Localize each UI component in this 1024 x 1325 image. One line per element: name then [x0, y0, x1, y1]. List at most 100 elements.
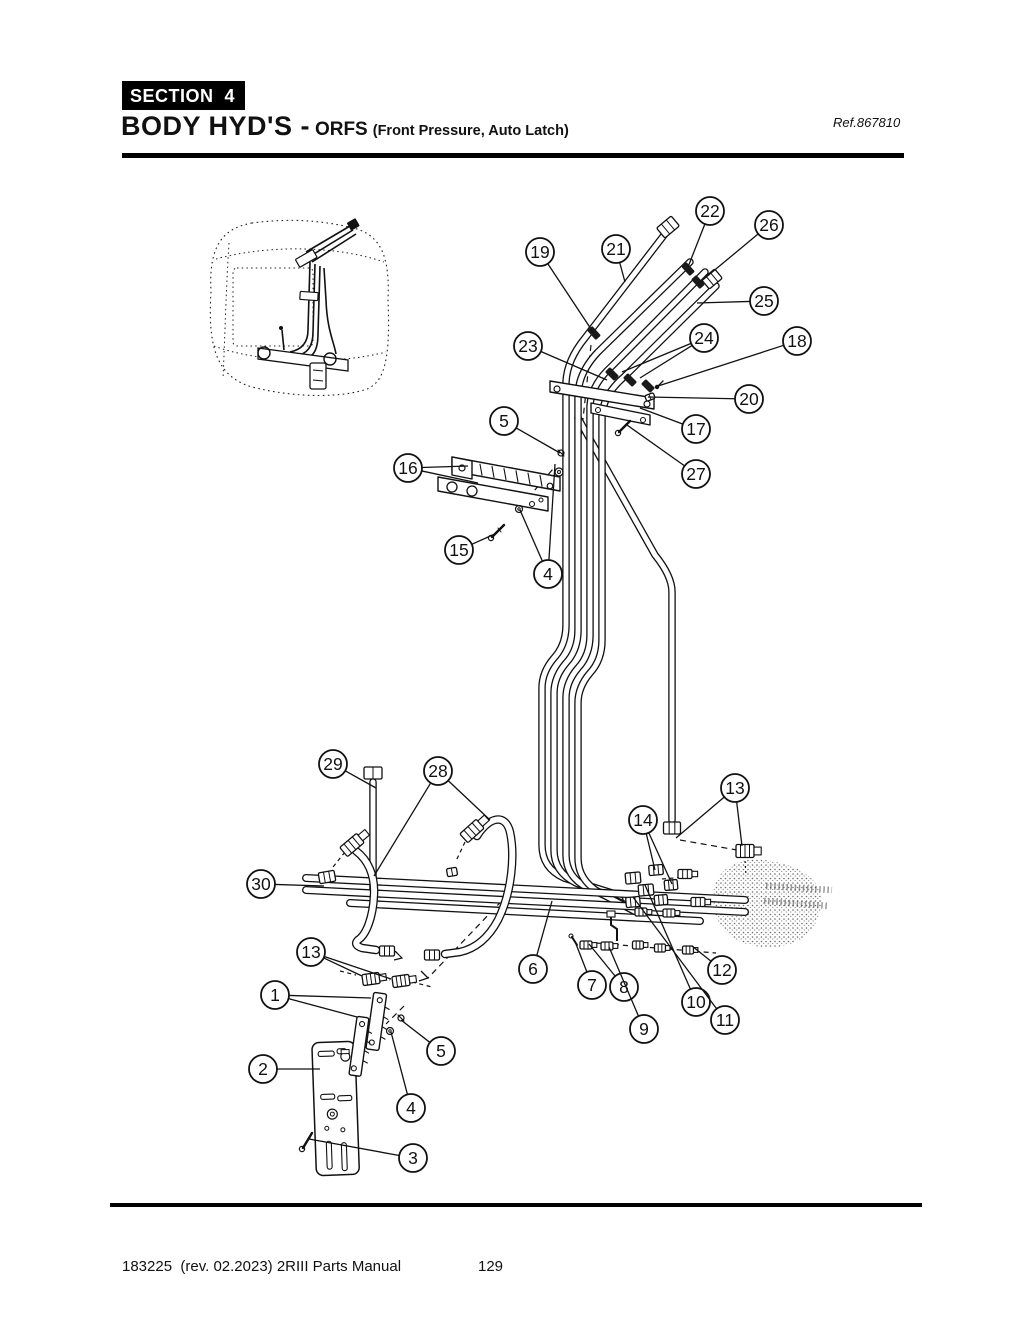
fitting-icon	[378, 945, 396, 957]
callout-22: 22	[687, 196, 725, 268]
callout-balloon	[533, 559, 563, 589]
fitting-icon	[361, 971, 388, 987]
callout-balloon	[628, 805, 658, 835]
fitting-icon	[459, 814, 490, 843]
callout-number: 5	[436, 1041, 446, 1061]
callout-number: 28	[428, 761, 447, 781]
callout-balloon	[577, 970, 607, 1000]
callout-number: 13	[301, 942, 320, 962]
callout-18: 18	[654, 326, 812, 388]
callout-balloon	[260, 980, 290, 1010]
callout-balloon	[396, 1093, 426, 1123]
callout-5: 5	[489, 406, 561, 454]
callout-4: 4	[390, 1031, 426, 1123]
title-code: ORFS	[314, 119, 368, 140]
callout-26: 26	[698, 210, 784, 284]
callout-number: 29	[323, 754, 342, 774]
callout-number: 16	[398, 458, 417, 478]
section-badge: SECTION 4	[122, 81, 246, 110]
callout-balloon	[695, 196, 725, 226]
callout-number: 21	[606, 239, 625, 259]
fitting-icon	[600, 941, 619, 951]
callout-number: 8	[619, 977, 629, 997]
callout-9: 9	[608, 946, 659, 1044]
callout-21: 21	[601, 234, 631, 283]
callout-balloon	[248, 1054, 278, 1084]
callout-balloon	[246, 869, 276, 899]
callout-balloon	[707, 955, 737, 985]
callout-balloon	[689, 323, 719, 353]
callout-number: 26	[759, 215, 778, 235]
page-number: 129	[478, 1258, 504, 1275]
callout-17: 17	[639, 407, 711, 444]
callout-7: 7	[575, 943, 607, 1000]
callout-number: 23	[518, 336, 537, 356]
callout-balloon	[489, 406, 519, 436]
fitting-icon	[662, 908, 681, 918]
header-rule	[122, 153, 904, 158]
tube-clamp	[365, 991, 390, 1051]
callout-28: 28	[373, 756, 491, 877]
callout-number: 22	[700, 201, 719, 221]
callout-number: 10	[686, 992, 706, 1012]
fitting-icon	[624, 871, 642, 885]
fitting-icon	[363, 766, 383, 780]
cab-overview-inset	[209, 218, 390, 396]
callout-number: 7	[587, 975, 597, 995]
ghost-valve-block	[712, 859, 822, 948]
callout-number: 25	[754, 291, 773, 311]
title-main: BODY HYD'S -	[121, 111, 310, 141]
callout-number: 27	[686, 464, 705, 484]
callout-15: 15	[444, 532, 498, 565]
callout-balloon	[398, 1143, 428, 1173]
fitting-icon	[690, 896, 712, 908]
callout-1: 1	[260, 980, 372, 1018]
callout-balloon	[601, 234, 631, 264]
fitting-icon	[648, 863, 664, 877]
callout-balloon	[393, 453, 423, 483]
fitting-icon	[735, 843, 762, 859]
callout-balloon	[629, 1014, 659, 1044]
callout-20: 20	[647, 384, 764, 414]
fitting-icon	[681, 945, 699, 955]
callout-number: 19	[530, 242, 549, 262]
page-title: BODY HYD'S -ORFS(Front Pressure, Auto La…	[121, 111, 569, 142]
fitting-icon	[701, 268, 723, 290]
title-qualifier: (Front Pressure, Auto Latch)	[372, 123, 569, 139]
callout-number: 5	[499, 411, 509, 431]
callout-balloon	[681, 987, 711, 1017]
callout-25: 25	[696, 286, 779, 316]
fitting-icon	[631, 940, 649, 950]
callout-balloon	[749, 286, 779, 316]
callout-number: 1	[270, 985, 280, 1005]
callout-16: 16	[393, 453, 479, 484]
callout-number: 24	[694, 328, 714, 348]
footer-rule	[110, 1203, 922, 1207]
callout-13: 13	[675, 773, 750, 847]
tube-clamp	[348, 1015, 373, 1077]
callout-balloon	[681, 459, 711, 489]
callout-number: 11	[716, 1010, 734, 1030]
callout-balloon	[444, 535, 474, 565]
callout-number: 6	[528, 959, 538, 979]
callout-number: 17	[686, 419, 705, 439]
fitting-icon	[653, 893, 669, 907]
callout-30: 30	[246, 869, 325, 899]
callout-23: 23	[513, 331, 608, 381]
callout-5: 5	[400, 1019, 456, 1066]
callout-balloon	[513, 331, 543, 361]
callout-number: 9	[639, 1019, 649, 1039]
callout-14: 14	[628, 805, 673, 885]
callout-8: 8	[588, 943, 639, 1002]
callout-number: 12	[712, 960, 731, 980]
callout-24: 24	[621, 323, 719, 379]
fitting-icon	[423, 949, 441, 961]
fitting-icon	[445, 866, 459, 878]
callout-balloon	[518, 954, 548, 984]
footer-doc-info: 183225 (rev. 02.2023) 2RIII Parts Manual	[122, 1258, 402, 1275]
ref-number: Ref.867810	[833, 115, 901, 130]
callout-number: 13	[725, 778, 744, 798]
callout-13: 13	[296, 937, 392, 980]
callout-10: 10	[644, 884, 711, 1017]
